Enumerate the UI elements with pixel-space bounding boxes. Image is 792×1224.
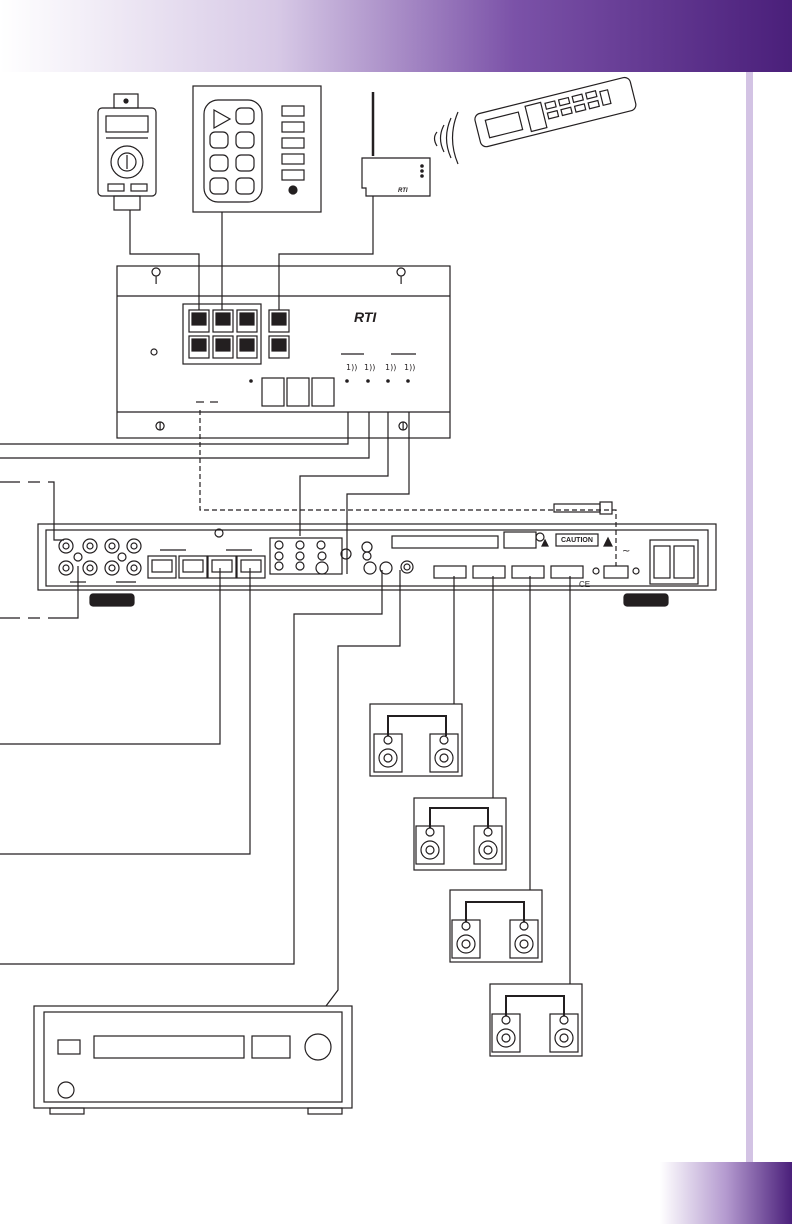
speaker-zone-2: [414, 798, 506, 870]
amp-caution-label: CAUTION: [561, 537, 593, 544]
header-band: [0, 0, 792, 72]
wall-keypad-device: [98, 94, 156, 210]
multizone-amplifier: [38, 524, 716, 590]
wire-audio-in-dashed: [0, 482, 64, 540]
amp-power-symbol: ~: [622, 546, 630, 557]
wire-ir-out-2: [0, 412, 369, 458]
speaker-zone-1: [370, 704, 462, 776]
wire-ir-out-1: [0, 412, 348, 444]
wire-audio-in-dashed-2: [0, 566, 78, 618]
wire-keypad-left: [130, 210, 199, 310]
footer-tab: [660, 1162, 792, 1224]
av-receiver: [34, 1006, 352, 1114]
wire-rf-receiver: [279, 196, 373, 310]
wire-amp-bus-2: [0, 568, 250, 854]
svg-text:1)): 1)): [385, 363, 396, 372]
receiver-logo: RTI: [398, 188, 408, 194]
wire-ir-out-3: [300, 412, 388, 536]
control-processor: 1)) 1)) 1)) 1)) RTI: [117, 266, 450, 438]
speaker-zone-4: [490, 984, 582, 1056]
amp-foot-right: [624, 594, 668, 606]
controller-logo: RTI: [354, 309, 377, 325]
svg-text:1)): 1)): [346, 363, 357, 372]
svg-text:1)): 1)): [404, 363, 415, 372]
wire-rs232-dashed: [200, 410, 616, 566]
wire-ir-out-4: [347, 412, 409, 574]
svg-text:1)): 1)): [364, 363, 375, 372]
sidebar-stripe: [746, 72, 753, 1224]
wire-amp-to-receiver: [326, 570, 400, 1006]
amp-ce-mark: CE: [579, 580, 590, 589]
handheld-remote-device: [435, 76, 638, 164]
rf-receiver-device: RTI: [362, 92, 430, 196]
wire-amp-bus-3: [0, 570, 382, 964]
speaker-zone-3: [450, 890, 542, 962]
amp-foot-left: [90, 594, 134, 606]
rs232-plug: [554, 504, 600, 512]
button-keypad-device: [193, 86, 321, 212]
